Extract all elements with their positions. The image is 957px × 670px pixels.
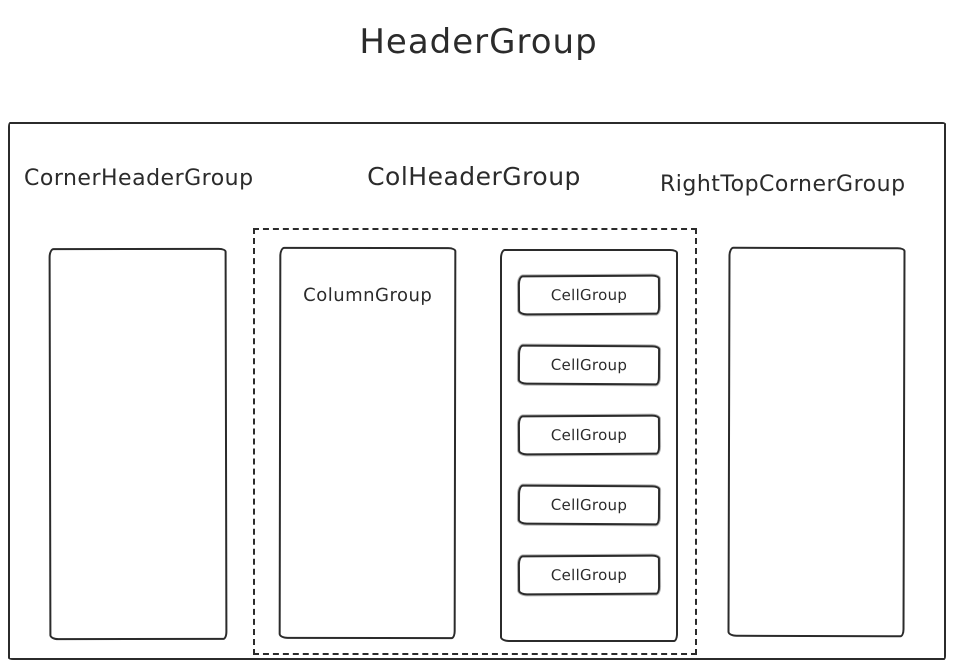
column-group-box: ColumnGroup [278, 246, 457, 640]
cell-group-box: CellGroup [517, 484, 661, 526]
col-header-group-label: ColHeaderGroup [367, 162, 581, 191]
cell-group-box: CellGroup [517, 554, 661, 596]
col-header-group-box: ColumnGroup CellGroup CellGroup CellGrou… [253, 228, 697, 655]
cell-group-box: CellGroup [517, 414, 661, 456]
corner-header-group-box [48, 247, 228, 641]
right-top-corner-group-label: RightTopCornerGroup [660, 172, 906, 197]
diagram-title: HeaderGroup [359, 22, 598, 62]
corner-header-group-label: CornerHeaderGroup [24, 166, 254, 191]
right-top-corner-group-box [727, 246, 906, 638]
column-group-label: ColumnGroup [303, 284, 433, 307]
cell-group-box: CellGroup [517, 344, 661, 386]
cell-group-box: CellGroup [517, 274, 661, 316]
cell-column-box: CellGroup CellGroup CellGroup CellGroup … [500, 249, 678, 642]
header-group-box: CornerHeaderGroup ColHeaderGroup RightTo… [8, 122, 946, 660]
